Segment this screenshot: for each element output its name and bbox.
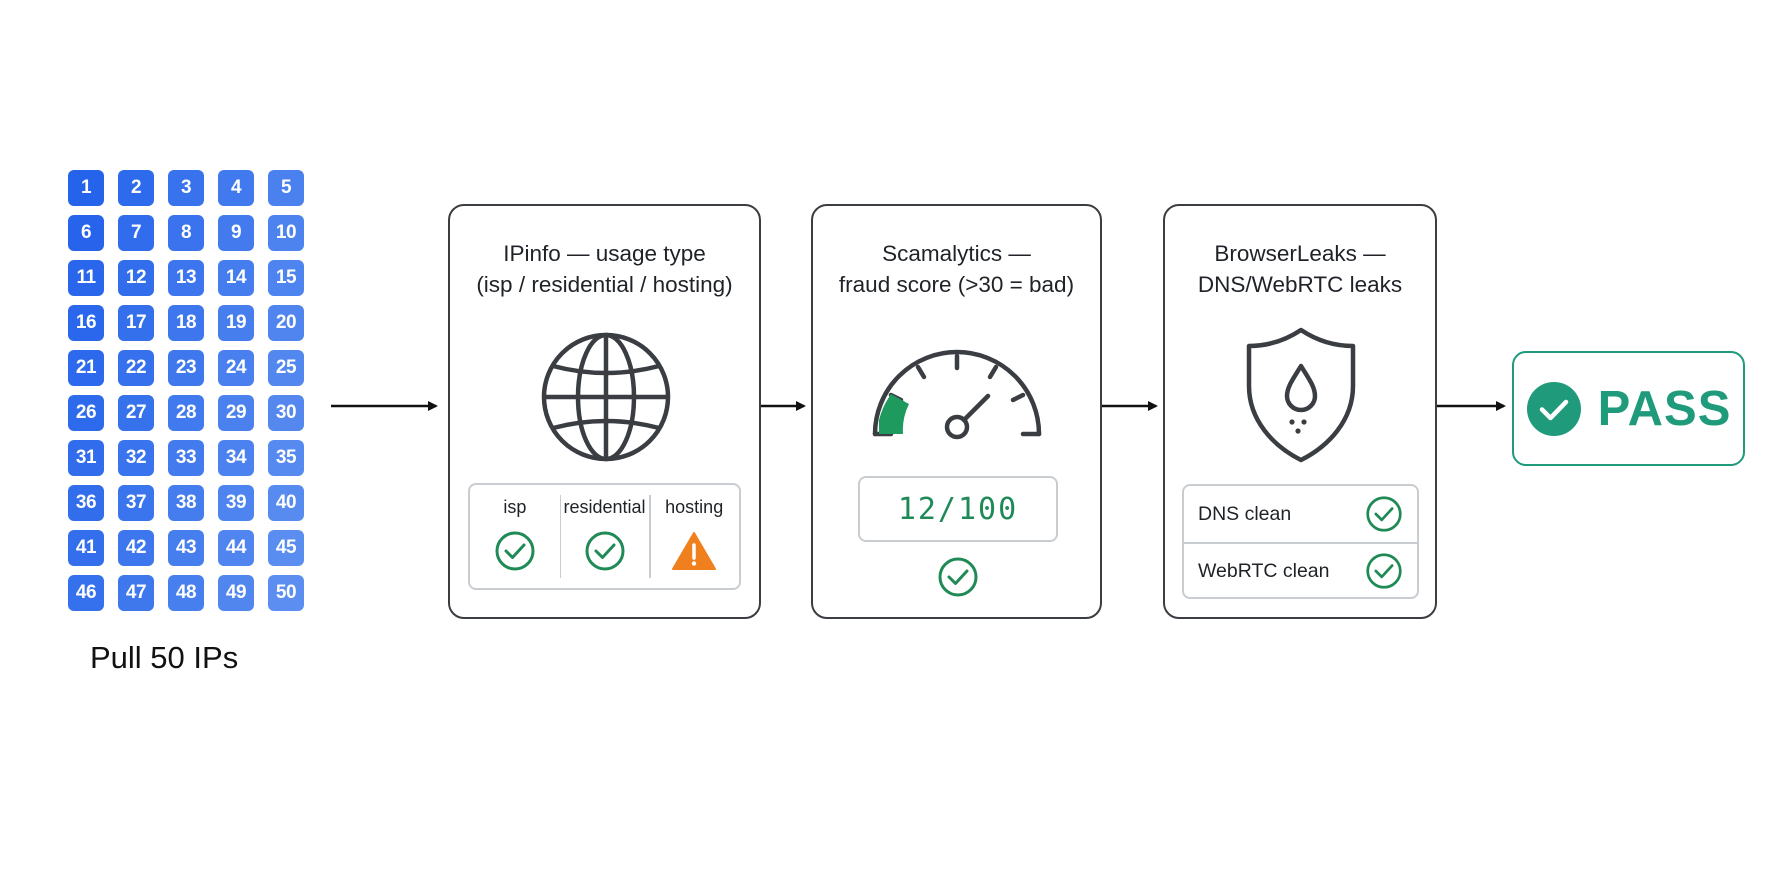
warning-icon xyxy=(672,532,717,570)
usage-col-residential: residential xyxy=(559,485,650,588)
ip-tile: 16 xyxy=(68,305,104,341)
ip-tile: 32 xyxy=(118,440,154,476)
ipinfo-title: IPinfo — usage type (isp / residential /… xyxy=(450,238,759,300)
ip-tile: 30 xyxy=(268,395,304,431)
ip-tile: 21 xyxy=(68,350,104,386)
fraud-score: 12/100 xyxy=(858,476,1058,542)
check-circle-icon xyxy=(1366,553,1402,589)
ip-tile: 43 xyxy=(168,530,204,566)
ip-tile: 22 xyxy=(118,350,154,386)
browserleaks-card: BrowserLeaks — DNS/WebRTC leaks DNS clea… xyxy=(1163,204,1437,619)
ip-tile: 15 xyxy=(268,260,304,296)
ip-tile: 31 xyxy=(68,440,104,476)
gauge-icon xyxy=(872,349,1042,440)
ip-tile: 36 xyxy=(68,485,104,521)
ip-tile: 47 xyxy=(118,575,154,611)
ip-tile: 27 xyxy=(118,395,154,431)
ip-tile: 37 xyxy=(118,485,154,521)
ip-tile: 38 xyxy=(168,485,204,521)
ip-tile: 10 xyxy=(268,215,304,251)
check-circle-icon xyxy=(938,557,978,597)
gauge-low-zone xyxy=(879,394,909,434)
ip-grid-label: Pull 50 IPs xyxy=(90,640,239,675)
ip-tile: 24 xyxy=(218,350,254,386)
check-label-webrtc: WebRTC clean xyxy=(1198,559,1330,582)
usage-col-isp: isp xyxy=(470,485,560,588)
ip-tile: 8 xyxy=(168,215,204,251)
ip-tile: 49 xyxy=(218,575,254,611)
ip-tile: 48 xyxy=(168,575,204,611)
usage-type-box: isp residential hosting xyxy=(468,483,741,590)
ip-tile: 19 xyxy=(218,305,254,341)
ip-tile: 45 xyxy=(268,530,304,566)
check-divider xyxy=(1184,542,1417,544)
usage-label-isp: isp xyxy=(503,497,527,517)
ip-tile: 9 xyxy=(218,215,254,251)
scamalytics-title-line1: Scamalytics — xyxy=(882,241,1031,266)
pass-badge: PASS xyxy=(1512,351,1745,466)
globe-icon xyxy=(541,332,671,462)
ip-tile: 4 xyxy=(218,170,254,206)
ip-tile: 2 xyxy=(118,170,154,206)
ip-tile: 7 xyxy=(118,215,154,251)
check-row-webrtc: WebRTC clean xyxy=(1184,543,1417,599)
scamalytics-title: Scamalytics — fraud score (>30 = bad) xyxy=(813,238,1100,300)
ip-tile: 11 xyxy=(68,260,104,296)
check-row-dns: DNS clean xyxy=(1184,486,1417,542)
ipinfo-title-line1: IPinfo — usage type xyxy=(503,241,706,266)
ipinfo-card: IPinfo — usage type (isp / residential /… xyxy=(448,204,761,619)
ip-tile: 13 xyxy=(168,260,204,296)
check-label-dns: DNS clean xyxy=(1198,502,1292,525)
leak-checks-box: DNS clean WebRTC clean xyxy=(1182,484,1419,599)
ip-tile: 5 xyxy=(268,170,304,206)
ip-tile: 41 xyxy=(68,530,104,566)
ip-tile: 14 xyxy=(218,260,254,296)
ip-tile: 35 xyxy=(268,440,304,476)
browserleaks-title-line1: BrowserLeaks — xyxy=(1214,241,1386,266)
ip-tile: 40 xyxy=(268,485,304,521)
shield-droplet-icon xyxy=(1246,327,1356,463)
ip-tile: 18 xyxy=(168,305,204,341)
ip-tile: 3 xyxy=(168,170,204,206)
scamalytics-card: Scamalytics — fraud score (>30 = bad) 12… xyxy=(811,204,1102,619)
ipinfo-title-line2: (isp / residential / hosting) xyxy=(476,272,733,297)
ip-tile: 33 xyxy=(168,440,204,476)
ip-tile: 34 xyxy=(218,440,254,476)
browserleaks-title-line2: DNS/WebRTC leaks xyxy=(1197,272,1403,297)
ip-tile: 42 xyxy=(118,530,154,566)
usage-label-hosting: hosting xyxy=(665,497,724,517)
ip-tile: 44 xyxy=(218,530,254,566)
ip-tile: 20 xyxy=(268,305,304,341)
ip-tile: 6 xyxy=(68,215,104,251)
ip-tile: 23 xyxy=(168,350,204,386)
check-circle-icon xyxy=(1526,381,1581,436)
ip-tile: 26 xyxy=(68,395,104,431)
ip-tile: 1 xyxy=(68,170,104,206)
scamalytics-title-line2: fraud score (>30 = bad) xyxy=(838,272,1075,297)
ip-tile: 50 xyxy=(268,575,304,611)
check-circle-icon xyxy=(1366,496,1402,532)
ip-tile: 46 xyxy=(68,575,104,611)
usage-label-residential: residential xyxy=(563,497,646,517)
check-circle-icon xyxy=(585,531,624,571)
ip-tile: 25 xyxy=(268,350,304,386)
ip-tile: 12 xyxy=(118,260,154,296)
pass-label: PASS xyxy=(1597,381,1732,436)
usage-col-hosting: hosting xyxy=(649,485,739,588)
ip-tile: 39 xyxy=(218,485,254,521)
ip-tile: 28 xyxy=(168,395,204,431)
check-circle-icon xyxy=(495,531,535,571)
ip-tile: 17 xyxy=(118,305,154,341)
browserleaks-title: BrowserLeaks — DNS/WebRTC leaks xyxy=(1165,238,1435,300)
ip-tile: 29 xyxy=(218,395,254,431)
